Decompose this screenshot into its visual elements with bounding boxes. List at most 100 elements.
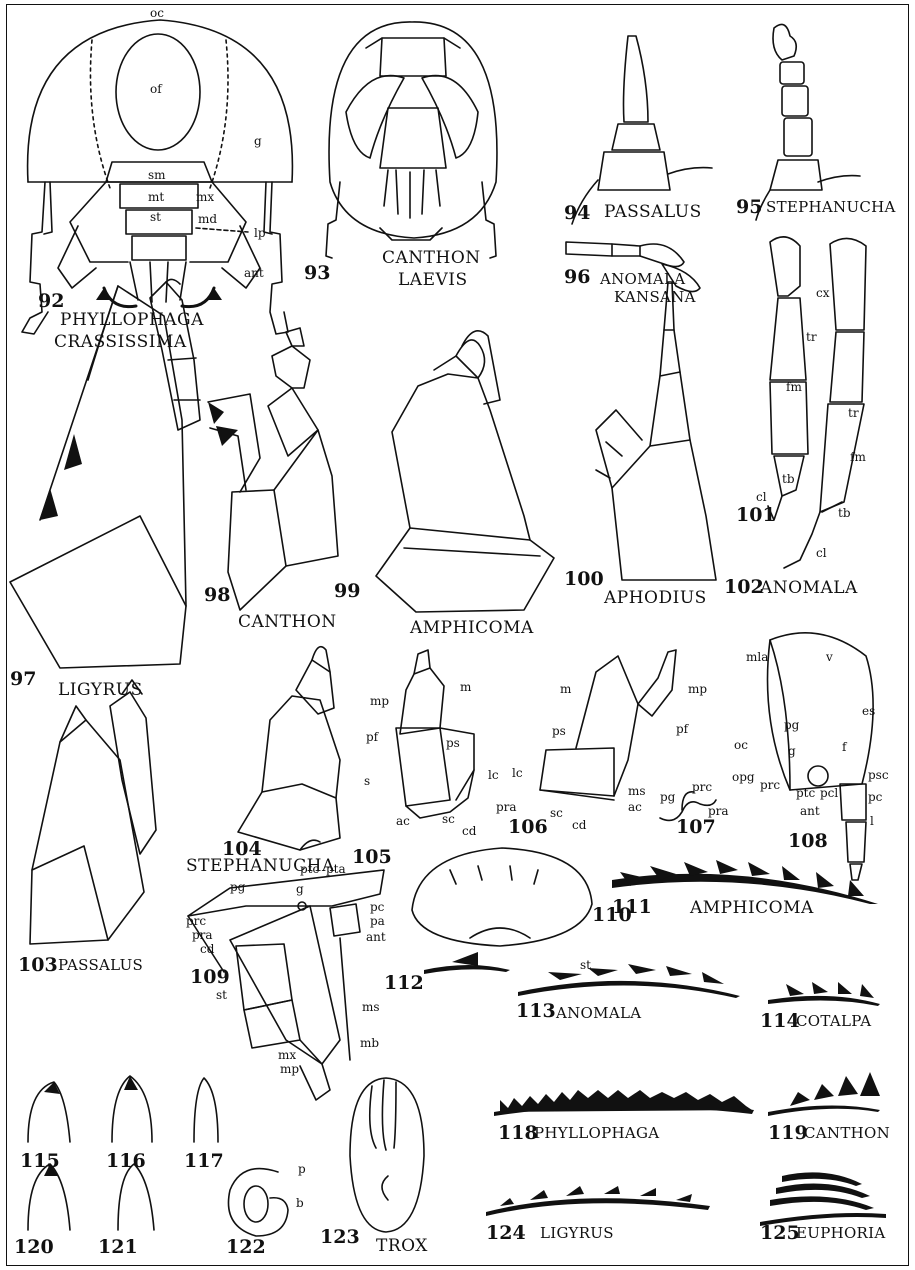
figure-number-117: 117 [184,1150,224,1172]
label-109-st: st [216,988,227,1002]
figure-114-seta-row [768,982,880,1006]
figure-number-109: 109 [190,966,230,988]
figure-number-119: 119 [768,1122,808,1144]
label-92-oc: oc [150,6,164,20]
label-109-mp: mp [280,1062,299,1076]
label-109-pra: pra [192,928,213,942]
figure-98-spines [208,402,238,446]
figure-number-92: 92 [38,290,64,312]
figure-95-antenna-drawing [756,24,860,220]
figure-number-96: 96 [564,266,590,288]
figure-105-drawing [396,650,474,818]
label-108-prc: prc [760,778,780,792]
figure-98-maxilla-drawing [208,328,338,610]
label-105-pf: pf [366,730,378,744]
figure-100-genus: APHODIUS [604,588,707,608]
label-92-lp: lp [254,226,266,240]
label-109-mb: mb [360,1036,379,1050]
label-102-fm-2: fm [850,450,866,464]
label-106-ms: ms [628,784,646,798]
label-108-pcl: pcl [820,786,838,800]
figure-112-seta-row [424,952,510,974]
figure-103-genus: PASSALUS [58,956,143,974]
label-105-ps: ps [446,736,460,750]
figure-number-105: 105 [352,846,392,868]
label-106-cd: cd [572,818,586,832]
figure-number-106: 106 [508,816,548,838]
figure-number-123: 123 [320,1226,360,1248]
label-92-of: of [150,82,162,96]
figure-94-genus: PASSALUS [604,202,702,222]
label-106-mp: mp [688,682,707,696]
figure-number-111: 111 [612,896,652,918]
label-113-st: st [580,958,591,972]
label-102-tr-1: tr [806,330,817,344]
label-92-ant: ant [244,266,264,280]
figure-117-drawing [194,1078,218,1142]
figure-119-seta-row [768,1072,880,1116]
figure-number-120: 120 [14,1236,54,1258]
label-102-tr-2: tr [848,406,859,420]
figure-number-103: 103 [18,954,58,976]
figure-93-head-drawing [326,22,497,258]
figure-96-species: KANSANA [614,288,696,306]
label-122-p: p [298,1162,306,1176]
label-108-psc: psc [868,768,889,782]
label-92-mx: mx [196,190,214,204]
label-109-ant: ant [366,930,386,944]
figure-number-101: 101 [736,504,776,526]
label-106-m: m [560,682,571,696]
figure-95-genus: STEPHANUCHA [766,198,896,216]
label-102-cl: cl [816,546,827,560]
figure-118-seta-row [494,1090,754,1116]
label-107-pra: pra [708,804,729,818]
label-105-m: m [460,680,471,694]
label-92-st: st [150,210,161,224]
label-102-tb: tb [838,506,851,520]
label-109-pc: pc [370,900,384,914]
label-109-pa: pa [370,914,385,928]
label-109-g: g [296,882,304,896]
label-102-fm-1: fm [786,380,802,394]
label-106-sc: sc [550,806,563,820]
figure-118-genus: PHYLLOPHAGA [534,1124,659,1142]
label-105-lc: lc [488,768,499,782]
label-105-sc: sc [442,812,455,826]
label-106-pf: pf [676,722,688,736]
label-92-sm: sm [148,168,166,182]
label-108-ptc: ptc [796,786,815,800]
label-109-pg: pg [230,880,245,894]
label-105-ac: ac [396,814,410,828]
label-109-cd: cd [200,942,214,956]
label-108-l: l [870,814,874,828]
figure-number-118: 118 [498,1122,538,1144]
label-108-pc: pc [868,790,882,804]
label-108-g: g [788,744,796,758]
figure-99-genus: AMPHICOMA [410,618,534,638]
figure-92-genus: PHYLLOPHAGA [60,310,204,330]
figure-number-95: 95 [736,196,762,218]
figure-97-spines [40,434,82,520]
figure-122-drawing [228,1169,288,1236]
figure-number-121: 121 [98,1236,138,1258]
label-108-ant: ant [800,804,820,818]
label-109-ptc: ptc [300,862,319,876]
label-106-ps: ps [552,724,566,738]
figure-113-seta-row [518,964,740,998]
label-92-mt: mt [148,190,164,204]
figure-103-maxilla-drawing [30,680,156,944]
figure-124-genus: LIGYRUS [540,1224,614,1242]
figure-110-drawing [412,848,592,946]
figure-number-100: 100 [564,568,604,590]
label-108-oc: oc [734,738,748,752]
figure-102-genus: ANOMALA [760,578,858,598]
figure-number-93: 93 [304,262,330,284]
figure-number-124: 124 [486,1222,526,1244]
figure-number-102: 102 [724,576,764,598]
figure-number-125: 125 [760,1222,800,1244]
label-108-v: v [826,650,833,664]
label-102-cx: cx [816,286,830,300]
figure-121-drawing [118,1164,154,1230]
figure-number-116: 116 [106,1150,146,1172]
figure-number-108: 108 [788,830,828,852]
